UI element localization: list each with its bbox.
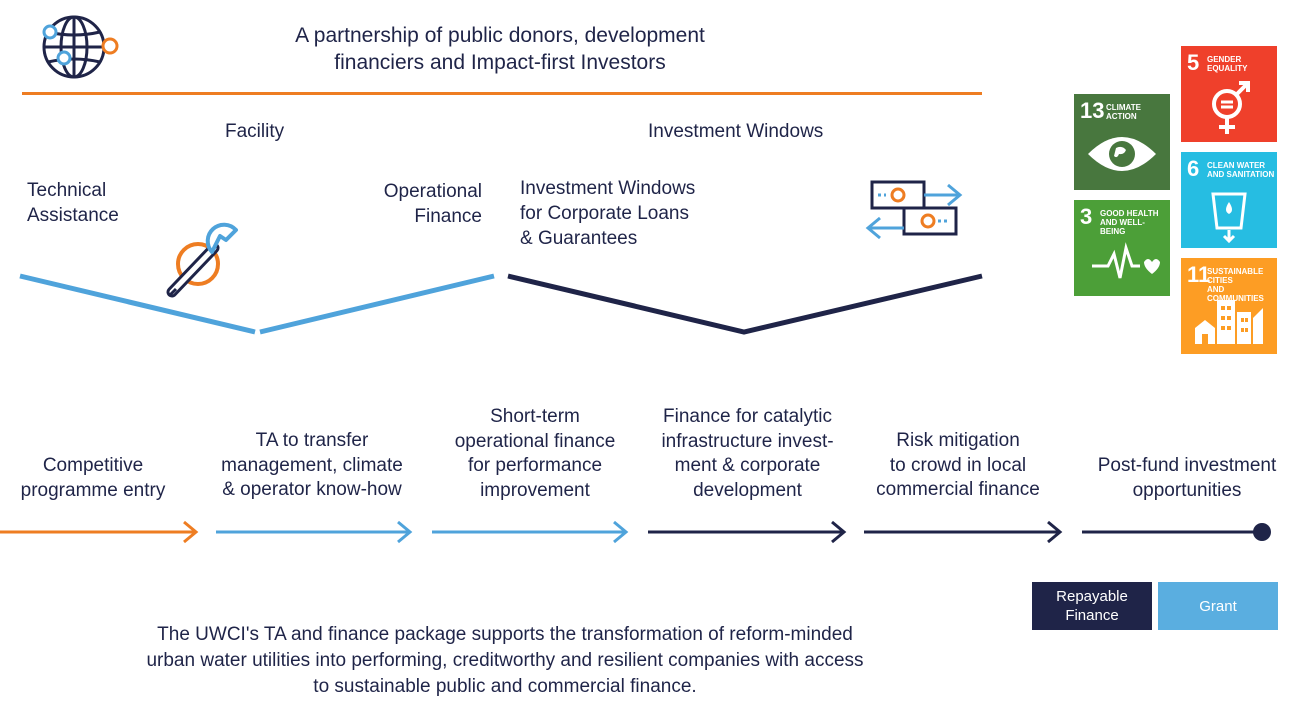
arrow-step-4 xyxy=(648,520,847,544)
arrow-step-3 xyxy=(432,520,629,544)
arrow-step-2 xyxy=(216,520,413,544)
title-line-2: financiers and Impact-first Investors xyxy=(334,51,666,74)
title-line-1: A partnership of public donors, developm… xyxy=(295,24,705,47)
eye-earth-icon xyxy=(1088,137,1156,171)
summary-text: The UWCI's TA and finance package suppor… xyxy=(146,624,864,697)
investment-windows-detail-label: Investment Windows for Corporate Loans &… xyxy=(520,178,696,249)
step-competitive-entry: Competitive programme entry xyxy=(20,455,166,501)
investment-windows-chevron xyxy=(507,273,983,335)
step-operational-finance: Short-term operational finance for perfo… xyxy=(454,406,616,501)
arrow-step-1 xyxy=(0,520,199,544)
wrench-icon xyxy=(166,222,238,298)
page-title: A partnership of public donors, developm… xyxy=(230,22,770,76)
orange-divider xyxy=(22,92,982,95)
step-post-fund: Post-fund investment opportunities xyxy=(1097,455,1277,501)
process-arrows xyxy=(0,520,1271,544)
step-risk-mitigation: Risk mitigation to crowd in local commer… xyxy=(876,430,1040,500)
operational-finance-label: Operational Finance xyxy=(383,181,482,227)
step-catalytic-finance: Finance for catalytic infrastructure inv… xyxy=(661,406,834,501)
facility-chevron-right xyxy=(259,273,495,335)
end-dot xyxy=(1253,523,1271,541)
sdg-11-tile: 11 SUSTAINABLE CITIES AND COMMUNITIES xyxy=(1181,258,1277,354)
legend-repayable-finance: Repayable Finance xyxy=(1032,582,1152,630)
water-glass-icon xyxy=(1211,192,1247,244)
sdg-6-tile: 6 CLEAN WATER AND SANITATION xyxy=(1181,152,1277,248)
facility-chevron xyxy=(19,273,256,335)
facility-bracket xyxy=(19,273,983,335)
gender-equality-icon xyxy=(1212,81,1250,134)
sdg-3-tile: 3 GOOD HEALTH AND WELL-BEING xyxy=(1074,200,1170,296)
step-ta-transfer: TA to transfer management, climate & ope… xyxy=(221,430,403,500)
investment-windows-header: Investment Windows xyxy=(648,121,824,142)
technical-assistance-label: Technical Assistance xyxy=(27,180,119,226)
facility-header: Facility xyxy=(225,121,285,142)
sdg-5-tile: 5 GENDER EQUALITY xyxy=(1181,46,1277,142)
globe-network-icon xyxy=(42,15,119,79)
heartbeat-icon xyxy=(1092,242,1160,279)
money-transfer-icon xyxy=(865,180,963,240)
sdg-13-tile: 13 CLIMATE ACTION xyxy=(1074,94,1170,190)
arrow-step-5 xyxy=(864,520,1063,544)
legend-grant: Grant xyxy=(1158,582,1278,630)
city-buildings-icon xyxy=(1195,300,1263,344)
